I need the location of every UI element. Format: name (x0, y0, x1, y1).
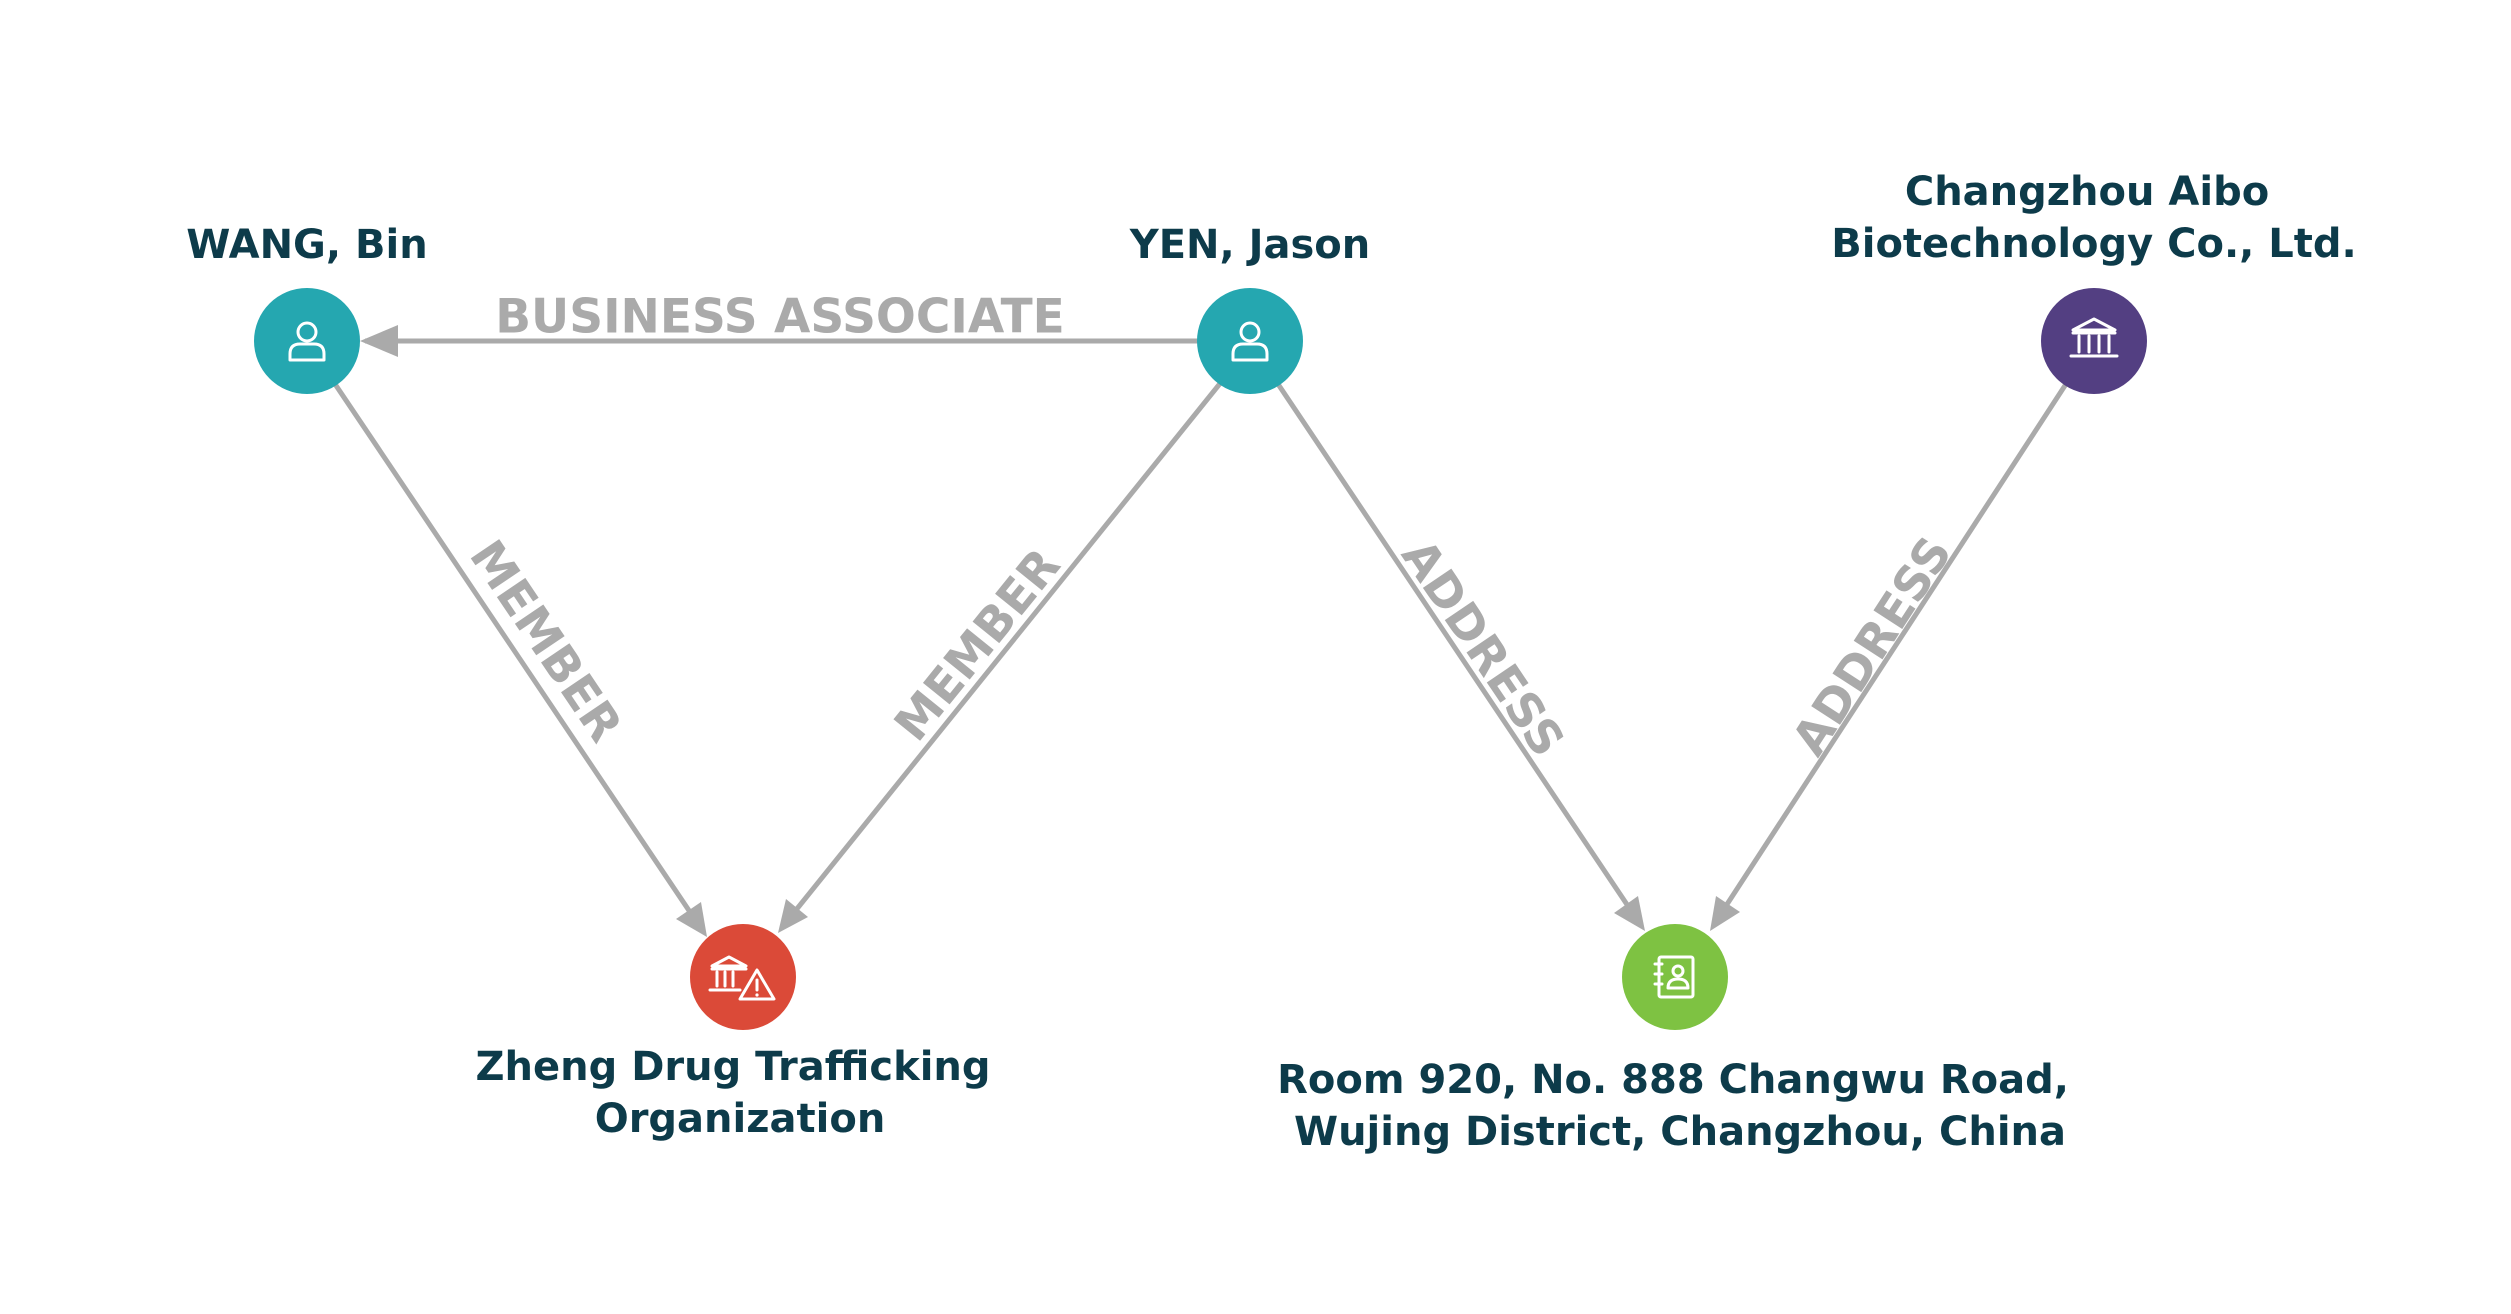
node-label: Zheng Drug Trafficking Organization (476, 1044, 1005, 1142)
node-changzhou-aibo[interactable]: Changzhou Aibo Biotechnology Co., Ltd. (1831, 169, 2357, 394)
node-label: Changzhou Aibo Biotechnology Co., Ltd. (1831, 169, 2357, 267)
bank-icon (2069, 317, 2119, 358)
bank-warning-icon (708, 955, 776, 1001)
edge-line (1275, 382, 1635, 914)
edge-member-yen: MEMBER (778, 379, 1224, 933)
node-label-line: Organization (595, 1096, 886, 1142)
address-book-icon (1653, 955, 1695, 999)
node-label: WANG, Bin (186, 222, 427, 268)
node-label-line: Wujing District, Changzhou, China (1294, 1109, 2066, 1155)
edge-label-member: MEMBER (458, 531, 632, 752)
person-icon (1231, 321, 1269, 362)
node-label-line: WANG, Bin (186, 222, 427, 268)
node-label-line: Changzhou Aibo (1905, 169, 2269, 215)
node-label: Room 920, No. 888 Changwu Road, Wujing D… (1277, 1057, 2083, 1155)
arrowhead (1710, 896, 1740, 931)
arrowhead (1614, 896, 1645, 931)
edge-address-changzhou: ADDRESS (1710, 382, 2069, 931)
edge-member-wang: MEMBER (332, 382, 707, 937)
node-room-920-address[interactable]: Room 920, No. 888 Changwu Road, Wujing D… (1277, 924, 2083, 1155)
edge-line (1719, 382, 2069, 914)
arrowhead (778, 899, 808, 933)
edge-label-member: MEMBER (884, 539, 1071, 752)
person-icon (288, 321, 326, 362)
edge-label-business-associate: BUSINESS ASSOCIATE (495, 290, 1065, 345)
node-wang-bin[interactable]: WANG, Bin (186, 222, 428, 394)
node-label-line: Room 920, No. 888 Changwu Road, (1277, 1057, 2069, 1103)
node-circle (1622, 924, 1728, 1030)
node-circle (2041, 288, 2147, 394)
edge-line (332, 382, 697, 920)
node-label-line: Zheng Drug Trafficking (476, 1044, 991, 1090)
node-label: YEN, Jason (1129, 222, 1371, 268)
edge-business-associate: BUSINESS ASSOCIATE (360, 290, 1200, 357)
edge-label-address: ADDRESS (1390, 530, 1574, 767)
edge-line (790, 379, 1224, 917)
node-zheng-drug-trafficking[interactable]: Zheng Drug Trafficking Organization (476, 924, 1005, 1142)
node-label-line: YEN, Jason (1129, 222, 1371, 268)
node-circle (690, 924, 796, 1030)
node-label-line: Biotechnology Co., Ltd. (1831, 221, 2357, 267)
arrowhead (676, 902, 707, 937)
edge-address-yen: ADDRESS (1275, 382, 1645, 931)
node-yen-jason[interactable]: YEN, Jason (1129, 222, 1371, 394)
arrowhead (360, 325, 398, 357)
edge-label-address: ADDRESS (1782, 527, 1963, 765)
